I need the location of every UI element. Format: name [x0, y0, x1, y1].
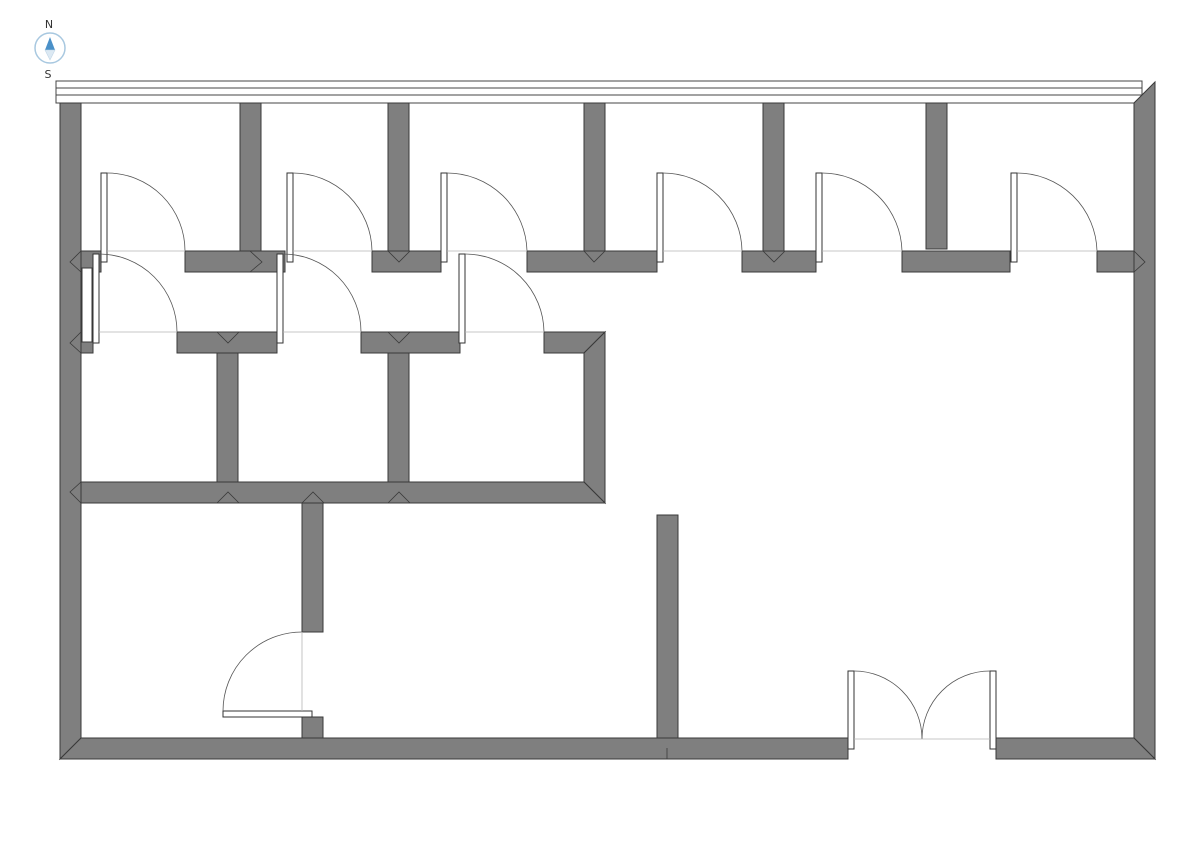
door[interactable] — [1010, 172, 1098, 263]
partition — [216, 352, 239, 483]
third-row-walls — [69, 352, 607, 504]
main-entrance-double-door[interactable] — [847, 670, 997, 750]
free-wall — [656, 514, 679, 739]
lower-walls — [301, 502, 679, 739]
wall-stub-upper — [301, 502, 324, 633]
door[interactable] — [656, 172, 743, 263]
wall-segment — [360, 331, 461, 354]
partition-5 — [925, 102, 948, 250]
wall-west — [59, 102, 82, 761]
wall-segment — [741, 250, 817, 273]
north-arrow-icon — [45, 37, 55, 50]
partition-2 — [387, 102, 410, 252]
door[interactable] — [100, 172, 186, 263]
wall-east — [1133, 80, 1156, 761]
compass-north-label: N — [45, 18, 53, 31]
wall-south-west — [58, 737, 849, 760]
second-row-walls — [69, 330, 607, 505]
office-doors — [100, 172, 1098, 263]
office-partitions — [239, 102, 948, 252]
wall-east-block — [583, 330, 606, 505]
partition-1 — [239, 102, 262, 252]
partition-3 — [583, 102, 606, 252]
wall-south-east — [995, 737, 1157, 760]
partition — [387, 352, 410, 483]
wall-segment — [901, 250, 1011, 273]
west-door[interactable] — [81, 267, 93, 343]
door[interactable] — [276, 253, 362, 344]
door[interactable] — [458, 253, 545, 344]
door[interactable] — [92, 253, 178, 344]
lower-room-door[interactable] — [222, 631, 313, 718]
wall-segment — [184, 250, 286, 273]
partition-4 — [762, 102, 785, 252]
window-strip — [55, 80, 1143, 104]
south-arrow-icon — [44, 49, 56, 61]
wall-south-block — [80, 481, 607, 504]
wall-segment — [526, 250, 658, 273]
second-row-doors — [92, 253, 545, 344]
door[interactable] — [440, 172, 528, 263]
door[interactable] — [815, 172, 903, 263]
compass: N S — [34, 18, 66, 81]
door[interactable] — [286, 172, 373, 263]
corridor-wall-north — [69, 250, 1146, 273]
compass-south-label: S — [45, 68, 52, 81]
wall-stub-lower — [301, 716, 324, 739]
wall-segment — [1096, 250, 1135, 273]
